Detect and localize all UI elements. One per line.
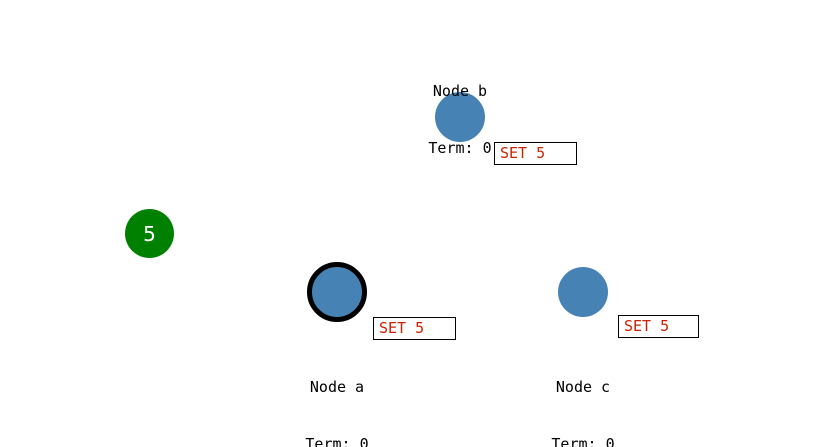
node-a-term: Term: 0 <box>305 435 369 447</box>
message-text-node-c: SET 5 <box>624 317 670 335</box>
node-b-circle[interactable] <box>435 92 485 142</box>
node-a-label: Node a Term: 0 <box>287 340 387 447</box>
node-c-name: Node c <box>555 378 611 396</box>
node-a-circle[interactable] <box>307 262 367 322</box>
node-c-circle[interactable] <box>558 267 608 317</box>
message-text-node-b: SET 5 <box>500 144 546 162</box>
message-text-node-a: SET 5 <box>379 319 425 337</box>
node-c-term: Term: 0 <box>551 435 615 447</box>
message-box-node-c[interactable]: SET 5 <box>618 315 699 338</box>
node-b-term: Term: 0 <box>428 139 492 157</box>
client-value-token[interactable]: 5 <box>125 209 174 258</box>
node-a-name: Node a <box>309 378 365 396</box>
message-box-node-b[interactable]: SET 5 <box>494 142 577 165</box>
message-box-node-a[interactable]: SET 5 <box>373 317 456 340</box>
node-b-name: Node b <box>432 82 488 100</box>
node-c-label: Node c Term: 0 <box>533 340 633 447</box>
client-value-token-text: 5 <box>143 221 156 246</box>
node-b-label: Node b Term: 0 <box>410 44 510 196</box>
